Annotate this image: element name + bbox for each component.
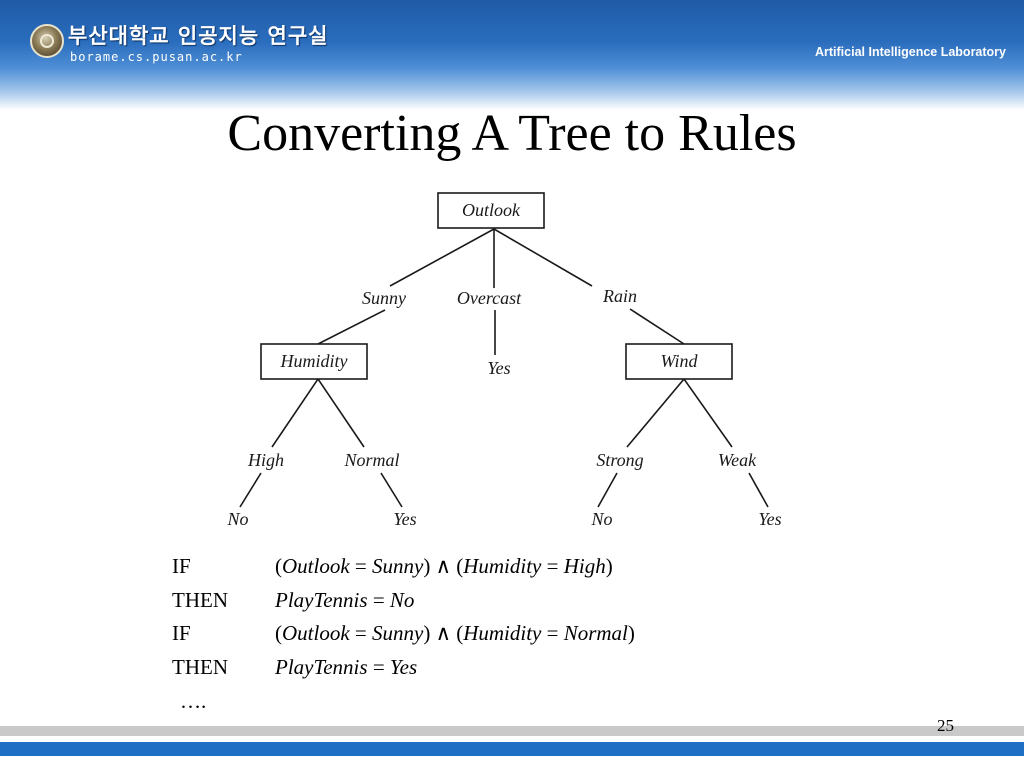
node-outlook-box — [437, 192, 545, 229]
edge-high-no — [239, 472, 262, 508]
rule-if-1: IF(Outlook = Sunny) ∧ (Humidity = High) — [172, 550, 635, 584]
branch-sunny: Sunny — [362, 288, 406, 308]
university-name: 부산대학교 인공지능 연구실 — [68, 24, 329, 48]
university-url: borame.cs.pusan.ac.kr — [70, 50, 243, 64]
rule-if-2: IF(Outlook = Sunny) ∧ (Humidity = Normal… — [172, 617, 635, 651]
node-wind-box — [625, 343, 733, 380]
edge-normal-yes — [380, 472, 403, 508]
page-number: 25 — [937, 716, 954, 735]
rules-block: IF(Outlook = Sunny) ∧ (Humidity = High) … — [172, 550, 635, 684]
edge-wind-weak — [683, 378, 733, 448]
edge-wind-strong — [626, 378, 685, 448]
node-wind: Wind — [660, 351, 698, 371]
rule-attribute: Humidity — [463, 554, 542, 578]
rule-operator: ∧ — [435, 621, 451, 645]
branch-strong: Strong — [596, 450, 643, 470]
rule-keyword: THEN — [172, 587, 228, 612]
rule-keyword: IF — [172, 554, 191, 578]
edge-weak-yes — [748, 472, 769, 508]
edge-outlook-rain — [493, 228, 593, 287]
leaf-high-no: No — [226, 509, 248, 529]
rule-target-value: No — [389, 587, 415, 612]
rule-keyword: IF — [172, 621, 191, 645]
branch-normal: Normal — [343, 450, 399, 470]
edge-strong-no — [597, 472, 618, 508]
rule-attribute: Outlook — [282, 554, 350, 578]
node-humidity-box — [260, 343, 368, 380]
rules-ellipsis: …. — [180, 689, 207, 713]
lab-name: Artificial Intelligence Laboratory — [814, 45, 1006, 59]
edge-sunny-humidity — [317, 309, 386, 345]
leaf-weak-yes: Yes — [758, 509, 781, 529]
rule-keyword: THEN — [172, 654, 228, 679]
edge-outlook-sunny — [389, 228, 495, 287]
leaf-overcast-yes: Yes — [487, 358, 510, 378]
edge-humidity-high — [271, 378, 319, 448]
footer-blue-bar — [0, 742, 1024, 756]
edge-rain-wind — [629, 308, 685, 345]
rule-value: Normal — [563, 621, 628, 645]
edge-humidity-normal — [317, 378, 365, 448]
rule-operator: ∧ — [435, 554, 451, 578]
footer-gray-bar — [0, 726, 1024, 736]
node-humidity: Humidity — [280, 351, 348, 371]
rule-target: PlayTennis — [275, 587, 368, 612]
rule-value: Sunny — [372, 621, 424, 645]
rule-target-value: Yes — [389, 654, 418, 679]
leaf-strong-no: No — [590, 509, 612, 529]
node-outlook: Outlook — [462, 200, 521, 220]
header-banner: 부산대학교 인공지능 연구실 borame.cs.pusan.ac.kr Art… — [0, 0, 1024, 110]
branch-overcast: Overcast — [457, 288, 522, 308]
rule-value: High — [563, 554, 606, 578]
branch-weak: Weak — [718, 450, 757, 470]
university-seal-icon — [30, 24, 64, 58]
rule-attribute: Humidity — [463, 621, 542, 645]
leaf-normal-yes: Yes — [393, 509, 416, 529]
branch-high: High — [247, 450, 284, 470]
rule-attribute: Outlook — [282, 621, 350, 645]
rule-target: PlayTennis — [275, 654, 368, 679]
slide-title: Converting A Tree to Rules — [227, 105, 797, 162]
rule-value: Sunny — [372, 554, 424, 578]
branch-rain: Rain — [602, 286, 637, 306]
